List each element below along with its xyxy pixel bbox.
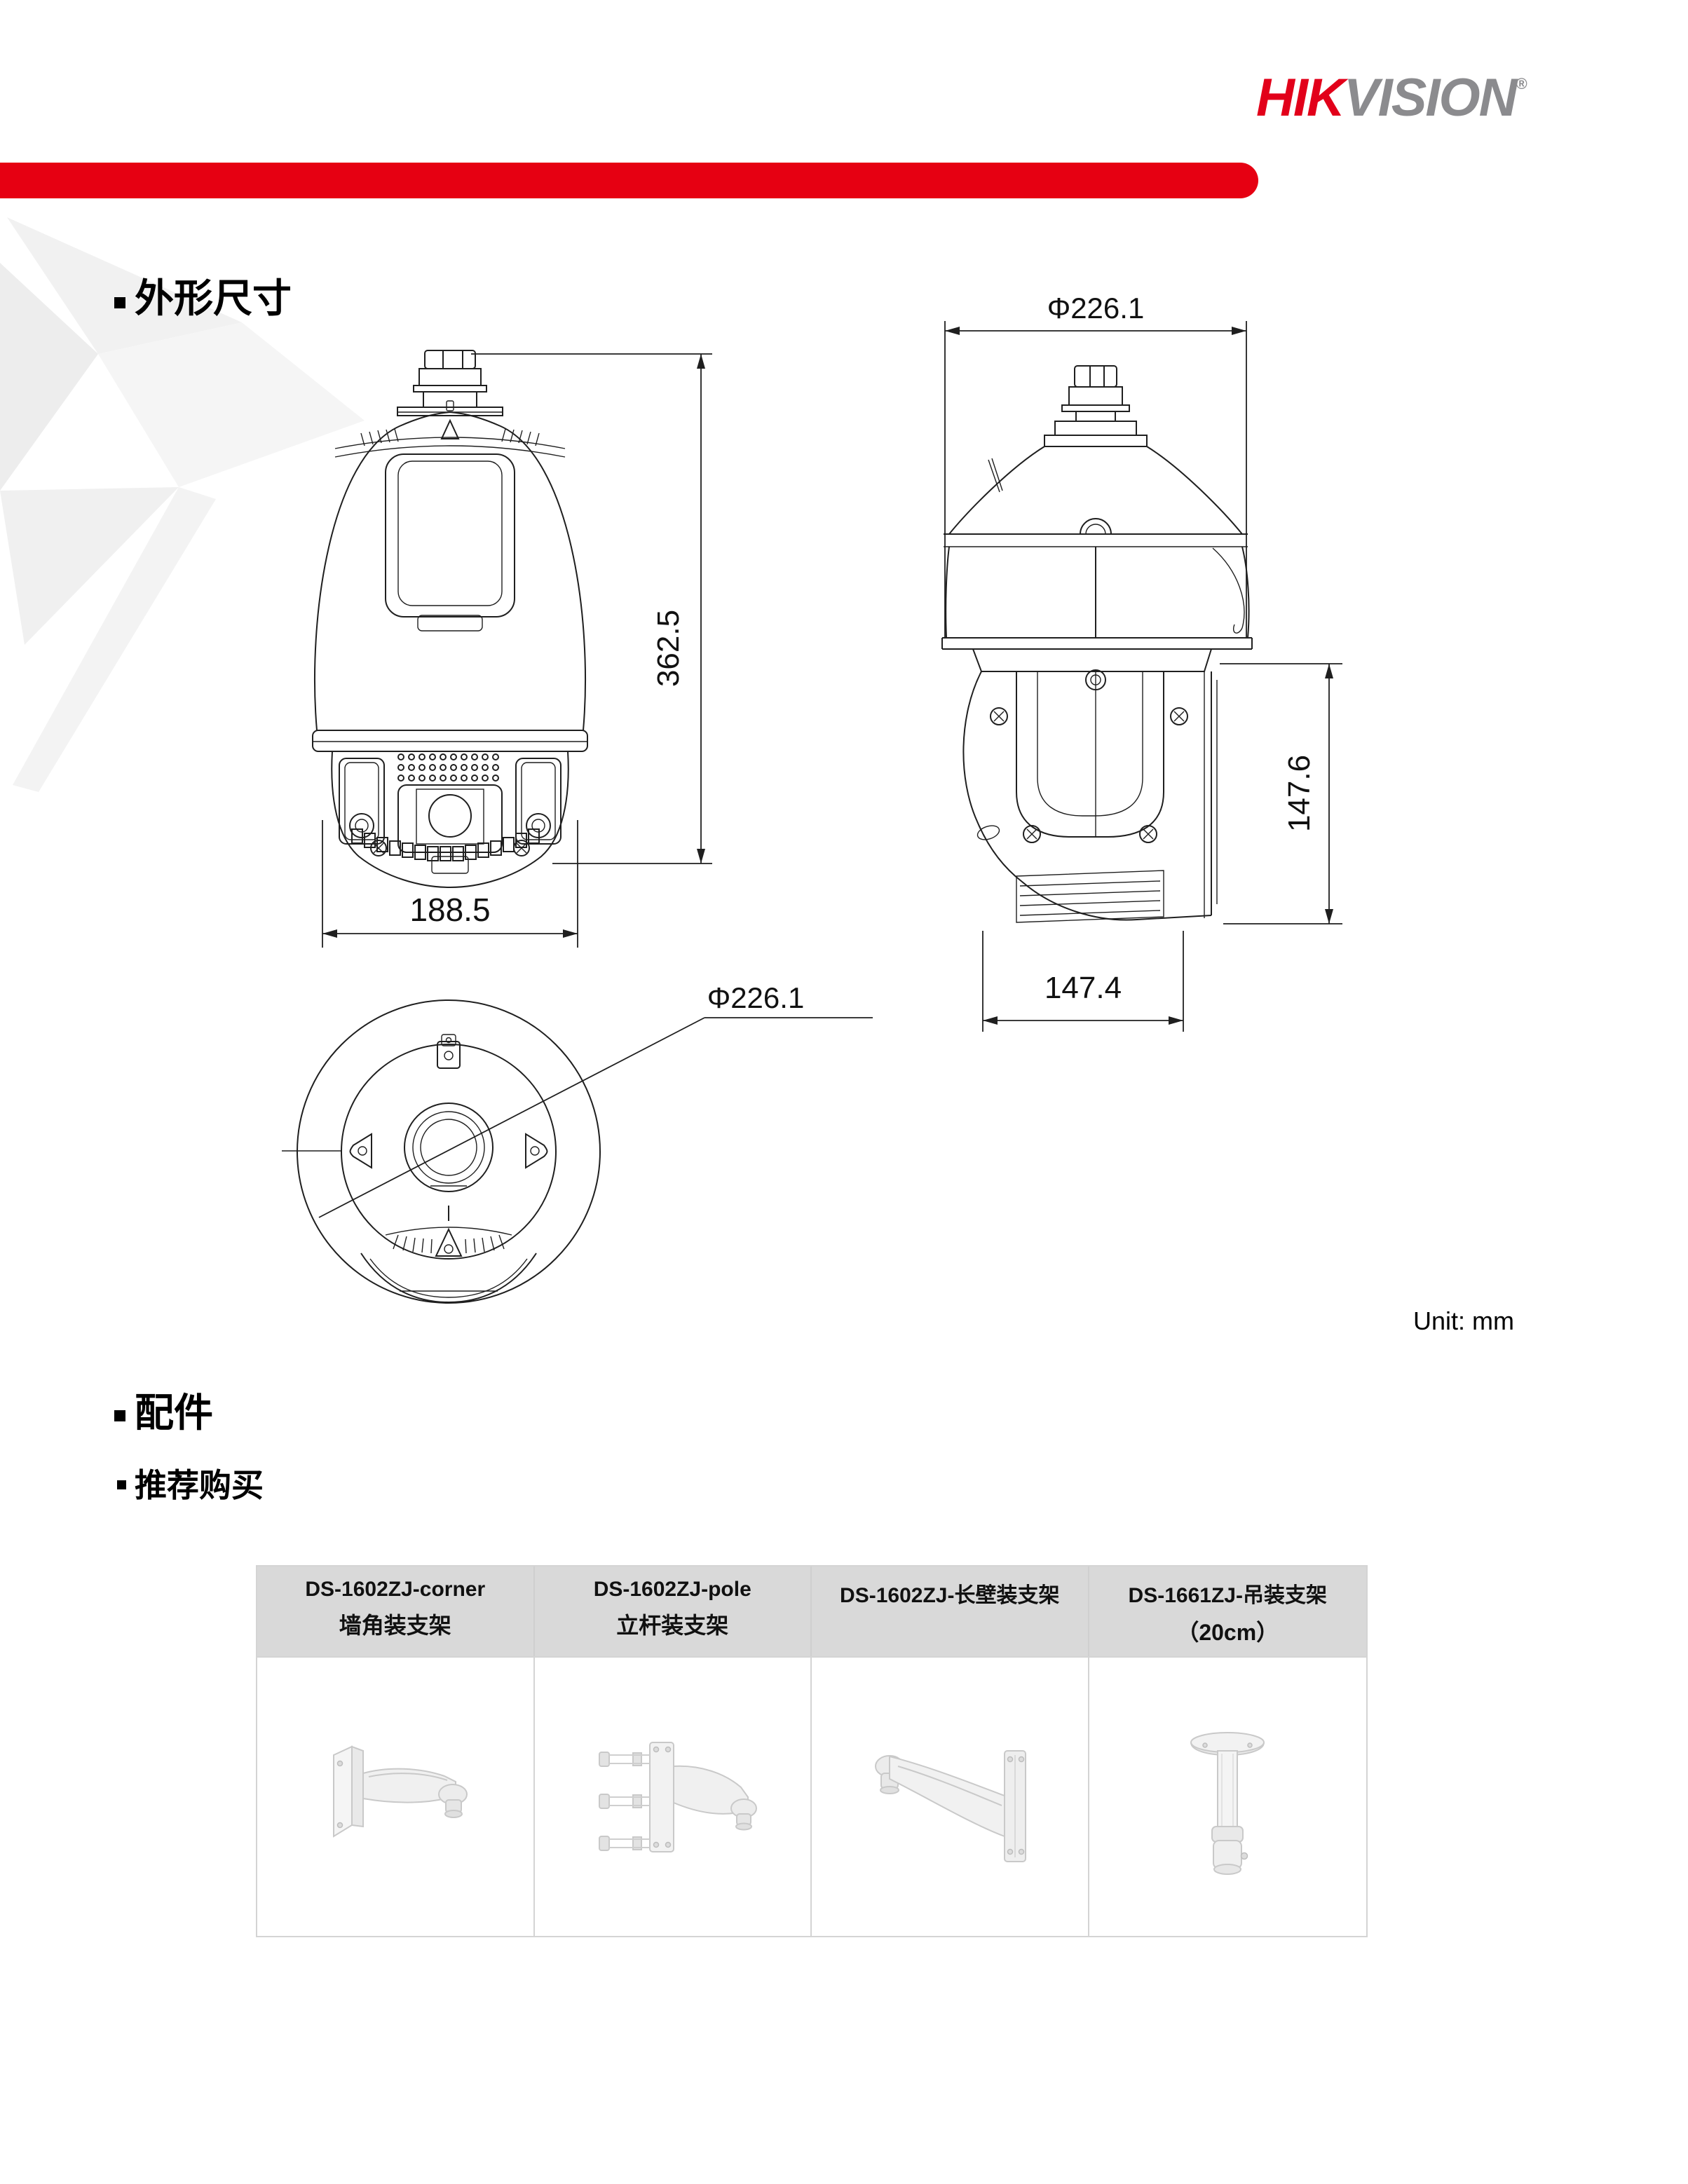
logo-hik: HIK	[1256, 68, 1345, 128]
logo-vision: VISION	[1343, 68, 1518, 128]
registered-mark: ®	[1516, 75, 1527, 93]
accessories-title: 配件	[135, 1391, 213, 1435]
front-width-label: 188.5	[409, 892, 490, 928]
accessory-model: DS-1602ZJ-长壁装支架	[840, 1584, 1060, 1607]
accessory-header-pole: DS-1602ZJ-pole 立杆装支架	[535, 1567, 812, 1656]
accessories-table: DS-1602ZJ-corner 墙角装支架 DS-1602ZJ-pole 立杆…	[256, 1565, 1368, 1937]
recommended-bullet	[117, 1480, 126, 1489]
dimensions-bullet	[114, 297, 125, 308]
table-cell	[812, 1658, 1089, 1936]
wall-mount-bracket-image	[874, 1749, 1026, 1862]
side-head-width-label: 147.4	[1044, 971, 1122, 1005]
accessories-table-body	[257, 1656, 1366, 1936]
accessories-table-header: DS-1602ZJ-corner 墙角装支架 DS-1602ZJ-pole 立杆…	[257, 1567, 1366, 1656]
accessory-header-wall: DS-1602ZJ-长壁装支架	[812, 1567, 1089, 1656]
table-cell	[1089, 1658, 1366, 1936]
accessory-model: DS-1602ZJ-corner	[305, 1578, 486, 1601]
accessory-name: 墙角装支架	[339, 1613, 451, 1638]
pendant-mount-bracket-image	[1190, 1731, 1265, 1875]
front-height-label: 362.5	[651, 610, 686, 687]
accessory-header-pendant: DS-1661ZJ-吊装支架 （20cm）	[1089, 1567, 1367, 1656]
side-diameter-label: Φ226.1	[1047, 292, 1145, 325]
table-cell	[257, 1658, 535, 1936]
side-head-height-label: 147.6	[1282, 755, 1316, 832]
watermark-graphic	[0, 217, 365, 792]
unit-note: Unit: mm	[1413, 1306, 1514, 1335]
corner-mount-bracket-image	[332, 1745, 468, 1838]
accessory-name: （20cm）	[1176, 1620, 1279, 1645]
hikvision-logo: HIKVISION®	[1256, 67, 1579, 128]
accessories-bullet	[114, 1410, 125, 1421]
side-view-drawing: Φ226.1	[941, 292, 1342, 1032]
dimensions-title: 外形尺寸	[135, 276, 292, 320]
accessory-model: DS-1661ZJ-吊装支架	[1128, 1584, 1327, 1607]
pole-mount-bracket-image	[599, 1741, 758, 1852]
recommended-title: 推荐购买	[135, 1467, 264, 1503]
accessory-name: 立杆装支架	[616, 1613, 729, 1638]
accessory-model: DS-1602ZJ-pole	[593, 1578, 751, 1601]
bottom-view-drawing: Φ226.1	[282, 981, 873, 1304]
accessory-header-corner: DS-1602ZJ-corner 墙角装支架	[257, 1567, 535, 1656]
red-banner	[0, 163, 1258, 198]
front-view-drawing: 362.5 188.5	[312, 350, 712, 948]
bottom-diameter-label: Φ226.1	[707, 981, 805, 1014]
table-cell	[534, 1658, 812, 1936]
